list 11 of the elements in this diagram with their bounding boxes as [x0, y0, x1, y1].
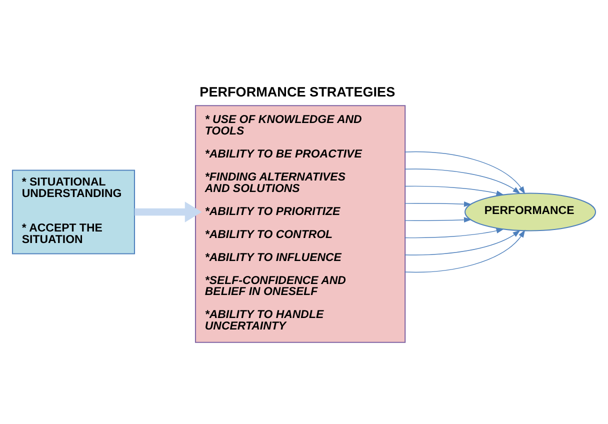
node-box: * SITUATIONAL UNDERSTANDING * ACCEPT THE SITUATION — [12, 170, 136, 254]
node-label: PERFORMANCE STRATEGIES — [200, 84, 396, 100]
arrow — [134, 202, 202, 222]
arrow — [404, 168, 520, 194]
arrow — [404, 201, 472, 207]
arrow — [404, 230, 520, 256]
arrow — [404, 230, 526, 273]
arrow — [404, 228, 504, 238]
arrow — [404, 186, 504, 196]
arrow — [404, 217, 472, 223]
arrow — [404, 151, 526, 194]
